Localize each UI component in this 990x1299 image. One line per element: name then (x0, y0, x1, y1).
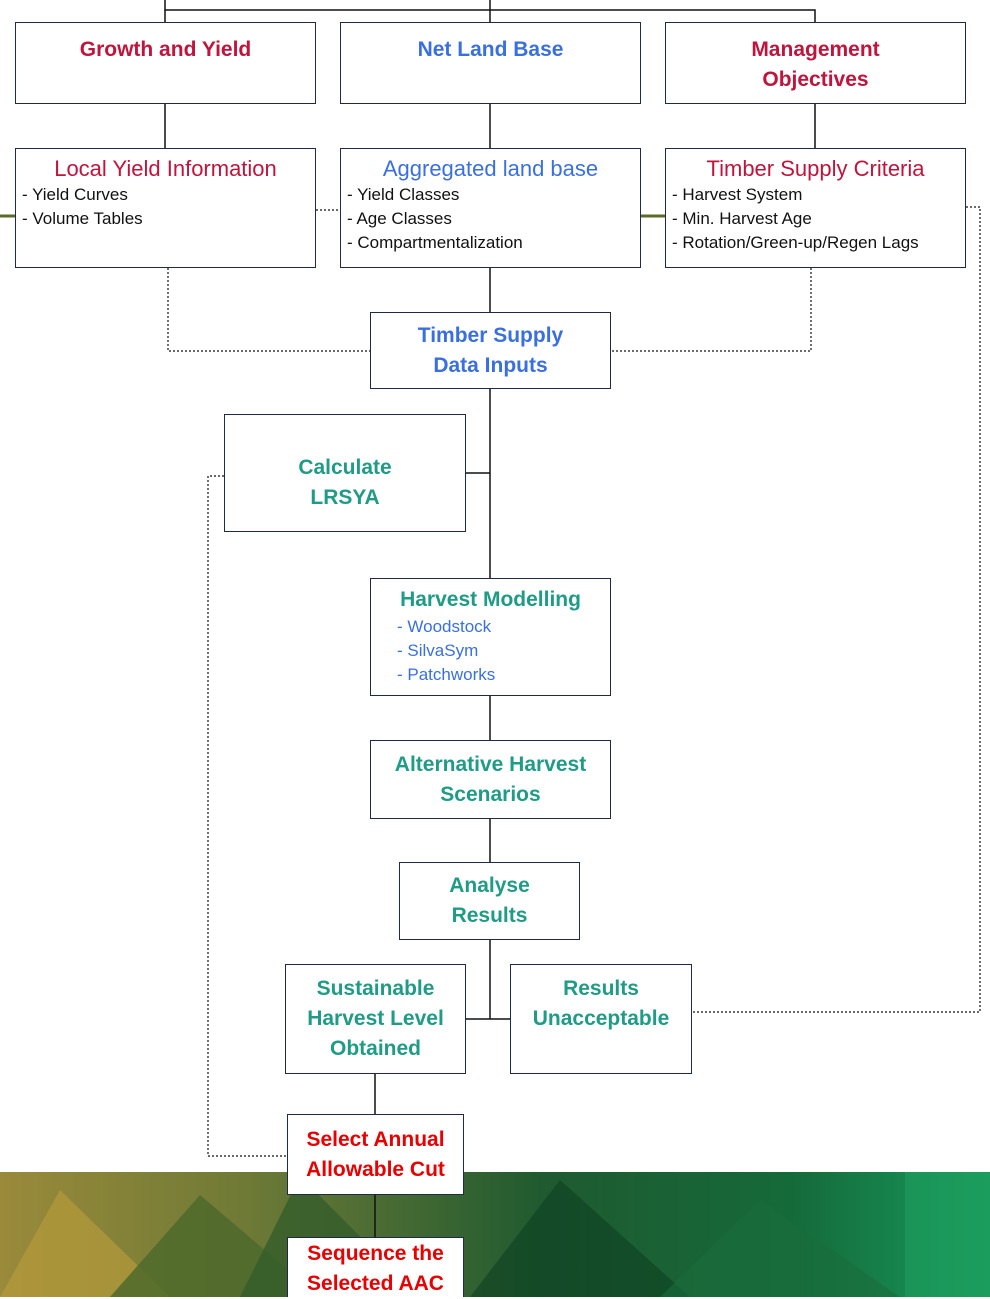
local-yield-heading: Local Yield Information (54, 156, 277, 181)
harvest-model-item: - Woodstock (397, 617, 492, 636)
timber-criteria-heading: Timber Supply Criteria (706, 156, 925, 181)
sustainable-line2: Harvest Level (307, 1007, 444, 1030)
unacceptable-line1: Results (563, 977, 639, 1000)
alternative-scenarios-line1: Alternative Harvest (394, 753, 587, 776)
timber-criteria-item: - Harvest System (672, 185, 803, 204)
select-aac-line1: Select Annual (306, 1128, 445, 1151)
local-yield-list: - Yield Curves - Volume Tables (22, 183, 315, 231)
growth-and-yield-title: Growth and Yield (79, 38, 252, 61)
sustainable-harvest-box: Sustainable Harvest Level Obtained (285, 964, 466, 1074)
dotted-lrsya-to-select (207, 475, 287, 1157)
aggregated-land-item: - Age Classes (347, 209, 452, 228)
dotted-local-to-inputs (167, 268, 370, 352)
solid-connectors (164, 0, 816, 1237)
local-yield-item: - Yield Curves (22, 185, 128, 204)
sustainable-line3: Obtained (329, 1037, 421, 1060)
timber-criteria-list: - Harvest System - Min. Harvest Age - Ro… (672, 183, 965, 255)
analyse-results-box: Analyse Results (399, 862, 580, 940)
sustainable-line1: Sustainable (316, 977, 435, 1000)
dotted-feedback-loop (692, 206, 981, 1013)
lrsya-line1: Calculate (298, 456, 392, 479)
local-yield-item: - Volume Tables (22, 209, 143, 228)
lrsya-line2: LRSYA (310, 486, 380, 509)
aggregated-land-item: - Compartmentalization (347, 233, 523, 252)
aggregated-land-list: - Yield Classes - Age Classes - Compartm… (347, 183, 640, 255)
unacceptable-line2: Unacceptable (532, 1007, 670, 1030)
data-inputs-line2: Data Inputs (433, 354, 548, 377)
timber-criteria-box: Timber Supply Criteria - Harvest System … (665, 148, 966, 268)
net-land-base-title: Net Land Base (417, 38, 564, 61)
lrsya-box: Calculate LRSYA (224, 414, 466, 532)
harvest-model-item: - Patchworks (397, 665, 496, 684)
harvest-modelling-list: - Woodstock - SilvaSym - Patchworks (371, 615, 610, 687)
management-objectives-line2: Objectives (762, 68, 869, 91)
harvest-modelling-title: Harvest Modelling (400, 588, 581, 611)
select-aac-line2: Allowable Cut (306, 1158, 445, 1181)
data-inputs-line1: Timber Supply (417, 324, 564, 347)
growth-and-yield-box: Growth and Yield (15, 22, 316, 104)
aggregated-land-box: Aggregated land base - Yield Classes - A… (340, 148, 641, 268)
aggregated-land-heading: Aggregated land base (382, 156, 599, 181)
timber-criteria-item: - Min. Harvest Age (672, 209, 812, 228)
harvest-modelling-box: Harvest Modelling - Woodstock - SilvaSym… (370, 578, 611, 696)
dotted-criteria-to-inputs (611, 268, 812, 352)
management-objectives-line1: Management (751, 38, 880, 61)
sequence-aac-box: Sequence the Selected AAC (287, 1237, 464, 1297)
results-unacceptable-box: Results Unacceptable (510, 964, 692, 1074)
dotted-connectors (167, 206, 981, 1157)
alternative-scenarios-box: Alternative Harvest Scenarios (370, 740, 611, 819)
alternative-scenarios-line2: Scenarios (440, 783, 541, 806)
sequence-aac-line1: Sequence the (307, 1242, 444, 1265)
data-inputs-box: Timber Supply Data Inputs (370, 312, 611, 389)
analyse-results-line1: Analyse (449, 874, 530, 897)
aggregated-land-item: - Yield Classes (347, 185, 460, 204)
local-yield-box: Local Yield Information - Yield Curves -… (15, 148, 316, 268)
harvest-model-item: - SilvaSym (397, 641, 479, 660)
analyse-results-line2: Results (451, 904, 528, 927)
management-objectives-box: Management Objectives (665, 22, 966, 104)
net-land-base-box: Net Land Base (340, 22, 641, 104)
select-aac-box: Select Annual Allowable Cut (287, 1114, 464, 1195)
timber-criteria-item: - Rotation/Green-up/Regen Lags (672, 233, 919, 252)
sequence-aac-line2: Selected AAC (307, 1272, 444, 1295)
